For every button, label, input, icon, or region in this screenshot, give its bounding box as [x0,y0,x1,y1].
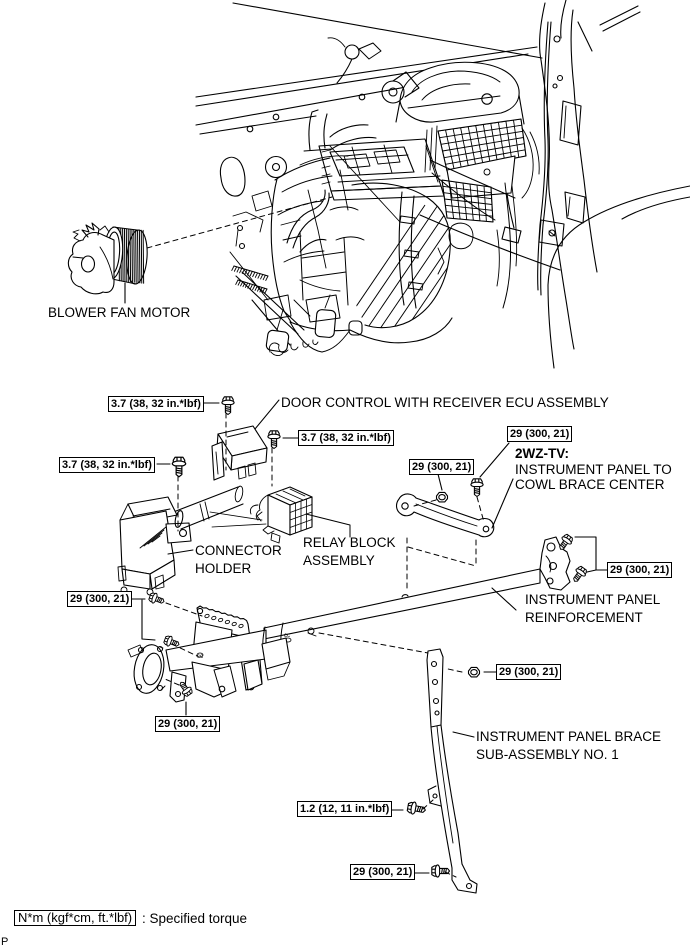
svg-text:cc: cc [197,654,203,660]
svg-text:cc: cc [284,633,290,639]
